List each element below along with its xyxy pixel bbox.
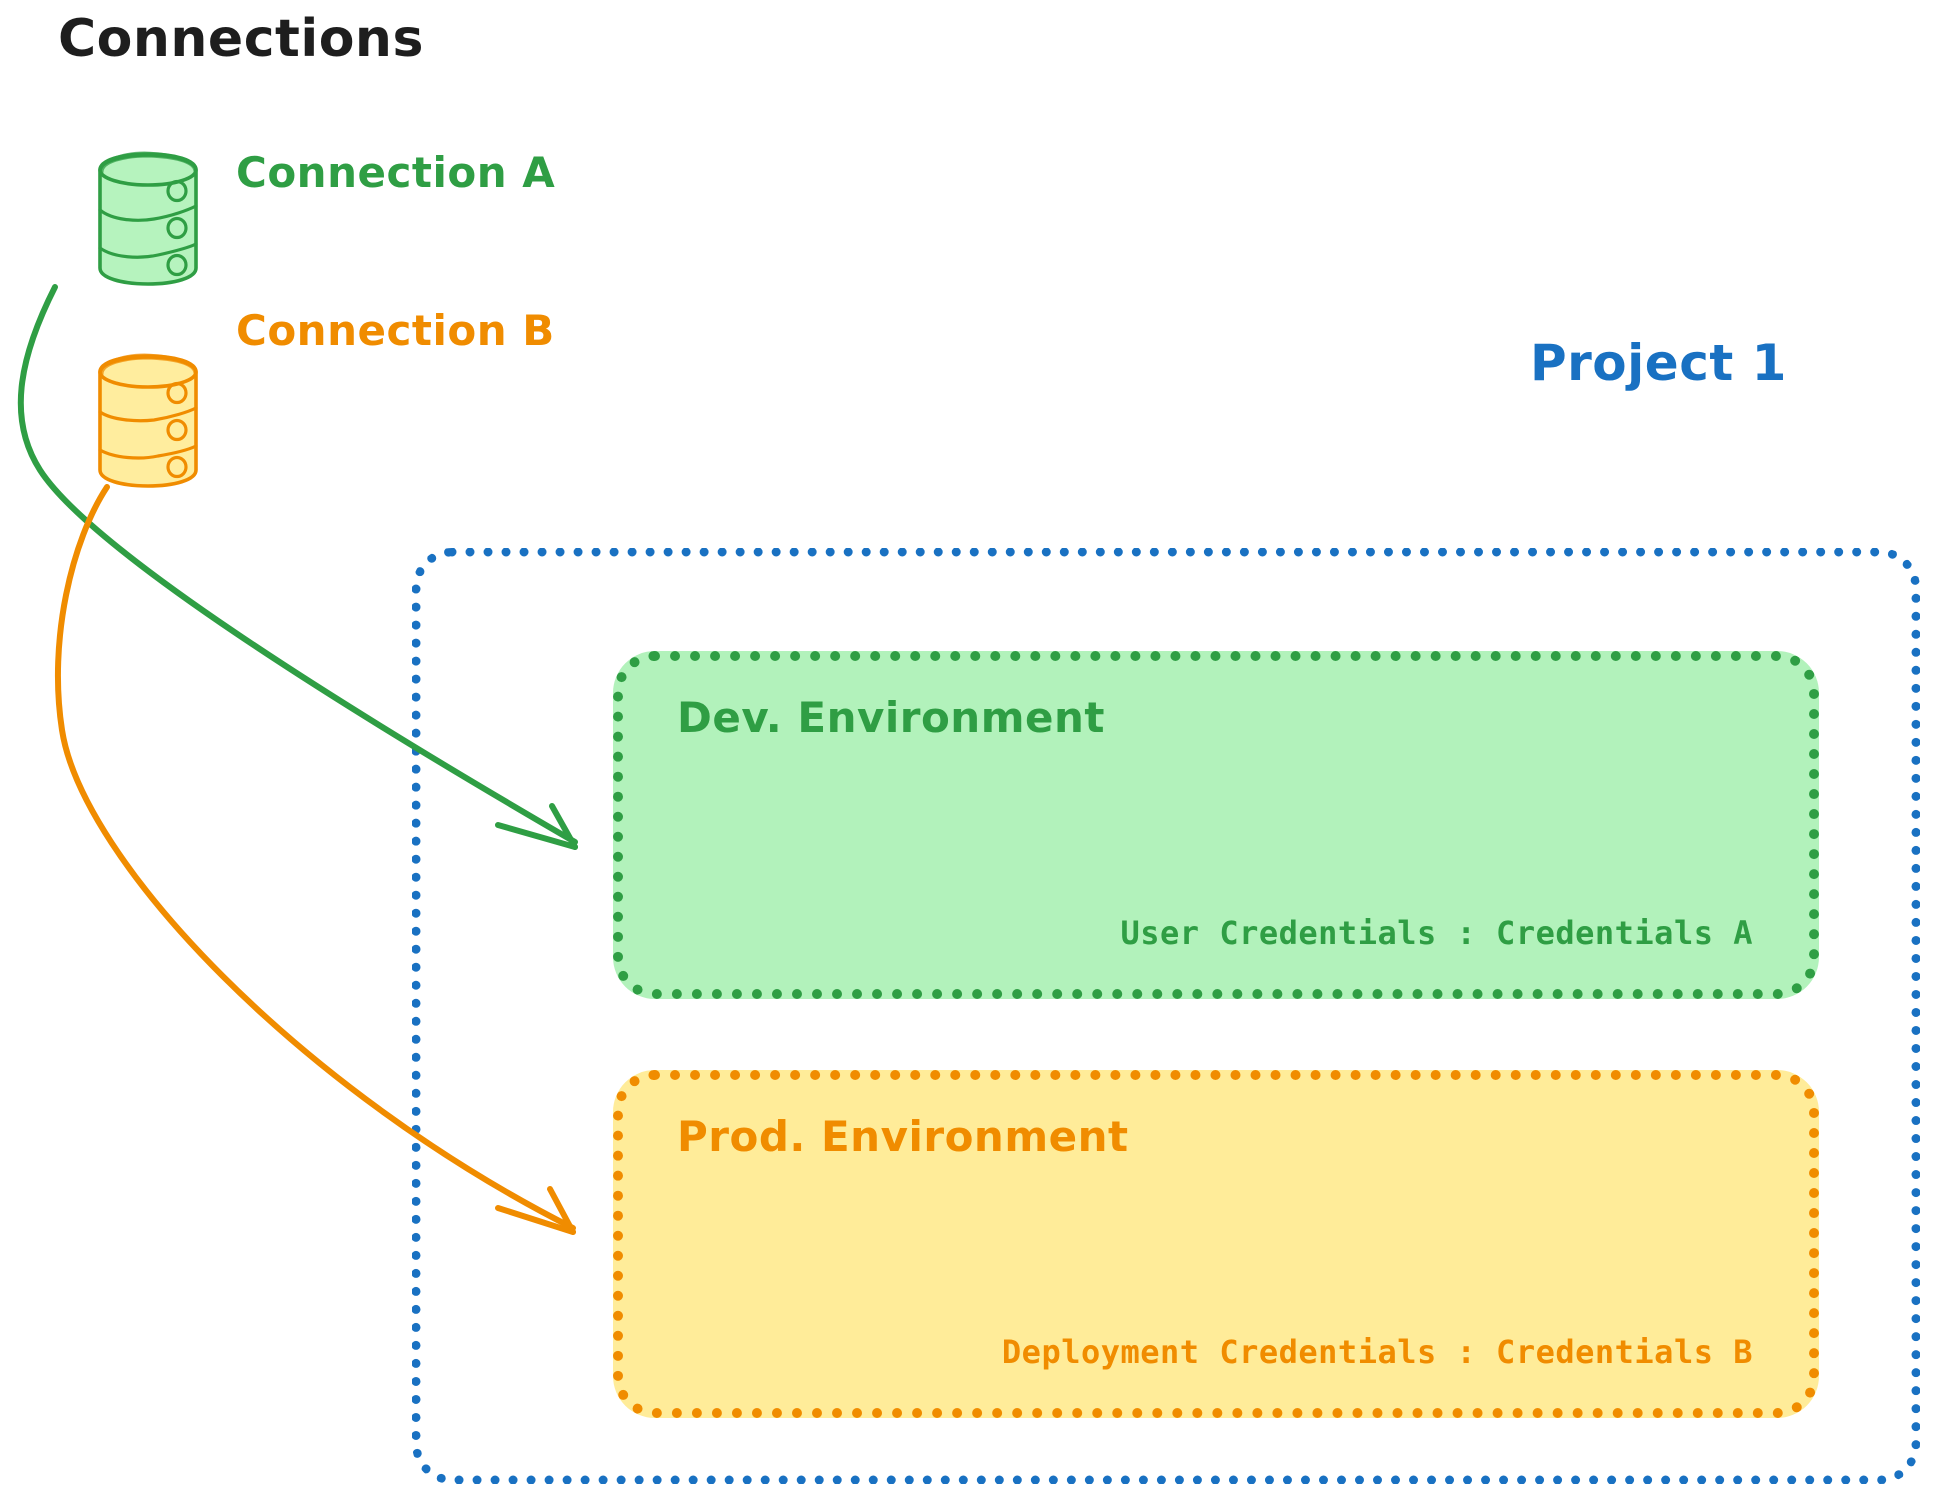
page-title: Connections bbox=[58, 9, 424, 69]
dev-environment-credentials: User Credentials : Credentials A bbox=[1120, 914, 1753, 952]
database-cylinder-icon-connection-a bbox=[92, 148, 204, 290]
dev-environment-title: Dev. Environment bbox=[677, 693, 1105, 742]
project-label: Project 1 bbox=[1530, 334, 1787, 392]
prod-environment-title: Prod. Environment bbox=[677, 1112, 1129, 1161]
prod-environment-box: Prod. Environment Deployment Credentials… bbox=[613, 1070, 1819, 1418]
dev-environment-box: Dev. Environment User Credentials : Cred… bbox=[613, 651, 1819, 999]
connection-a-label: Connection A bbox=[236, 148, 556, 197]
connection-b-label: Connection B bbox=[236, 306, 555, 355]
prod-environment-credentials: Deployment Credentials : Credentials B bbox=[1001, 1333, 1753, 1371]
database-cylinder-icon-connection-b bbox=[92, 350, 204, 492]
